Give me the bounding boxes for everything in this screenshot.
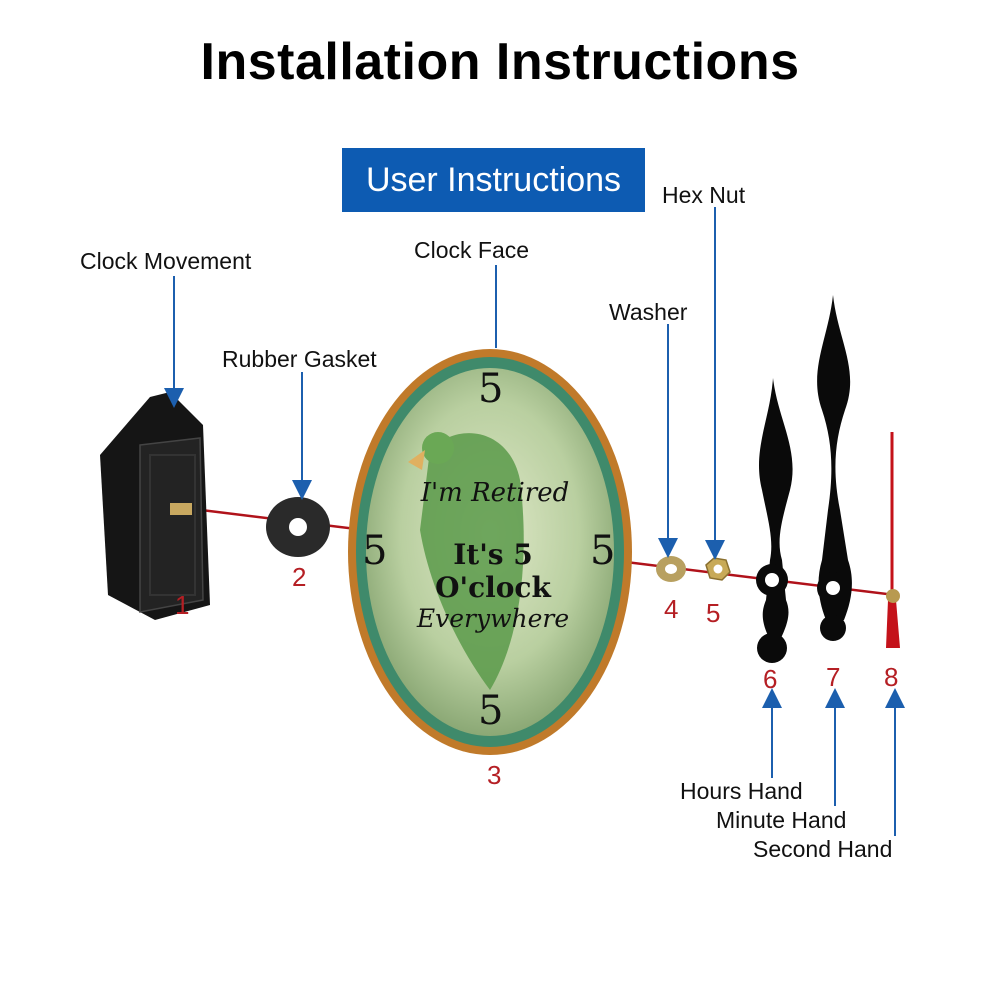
part-number-4: 4 [664, 594, 679, 624]
minute-hand-label: Minute Hand [716, 807, 847, 833]
part-number-8: 8 [884, 662, 899, 692]
rubber-gasket-label: Rubber Gasket [222, 346, 377, 372]
minute-hand-part [817, 295, 852, 641]
hours-hand-part [756, 378, 793, 663]
user-instructions-badge: User Instructions [342, 148, 645, 212]
clock-face-hour-mark-top: 5 [478, 366, 504, 412]
clock-face-text-line1: I'm Retired [420, 478, 570, 508]
clock-face-label: Clock Face [414, 237, 530, 263]
clock-face-text-line2: It's 5 O'clock [435, 538, 551, 604]
washer-label: Washer [609, 299, 688, 325]
clock-face-part [348, 349, 632, 755]
clock-movement-label: Clock Movement [80, 248, 252, 274]
part-number-1: 1 [175, 590, 190, 620]
rubber-gasket-part [266, 497, 330, 557]
hours-hand-label: Hours Hand [680, 778, 803, 804]
hex-nut-label: Hex Nut [662, 182, 746, 208]
clock-face-text-line3: Everywhere [416, 604, 570, 633]
clock-face-hour-mark-left: 5 [362, 528, 388, 574]
part-number-5: 5 [706, 598, 721, 628]
hex-nut-part [705, 557, 731, 581]
second-hand-part [886, 432, 900, 648]
clock-movement-part [100, 392, 210, 620]
part-number-7: 7 [826, 662, 841, 692]
part-number-2: 2 [292, 562, 307, 592]
clock-face-hour-mark-right: 5 [590, 528, 616, 574]
page-title: Installation Instructions [200, 33, 800, 91]
part-number-3: 3 [487, 760, 502, 790]
clock-face-hour-mark-bottom: 5 [478, 688, 504, 734]
washer-part [656, 556, 686, 582]
second-hand-label: Second Hand [753, 836, 893, 862]
part-number-6: 6 [763, 664, 778, 694]
